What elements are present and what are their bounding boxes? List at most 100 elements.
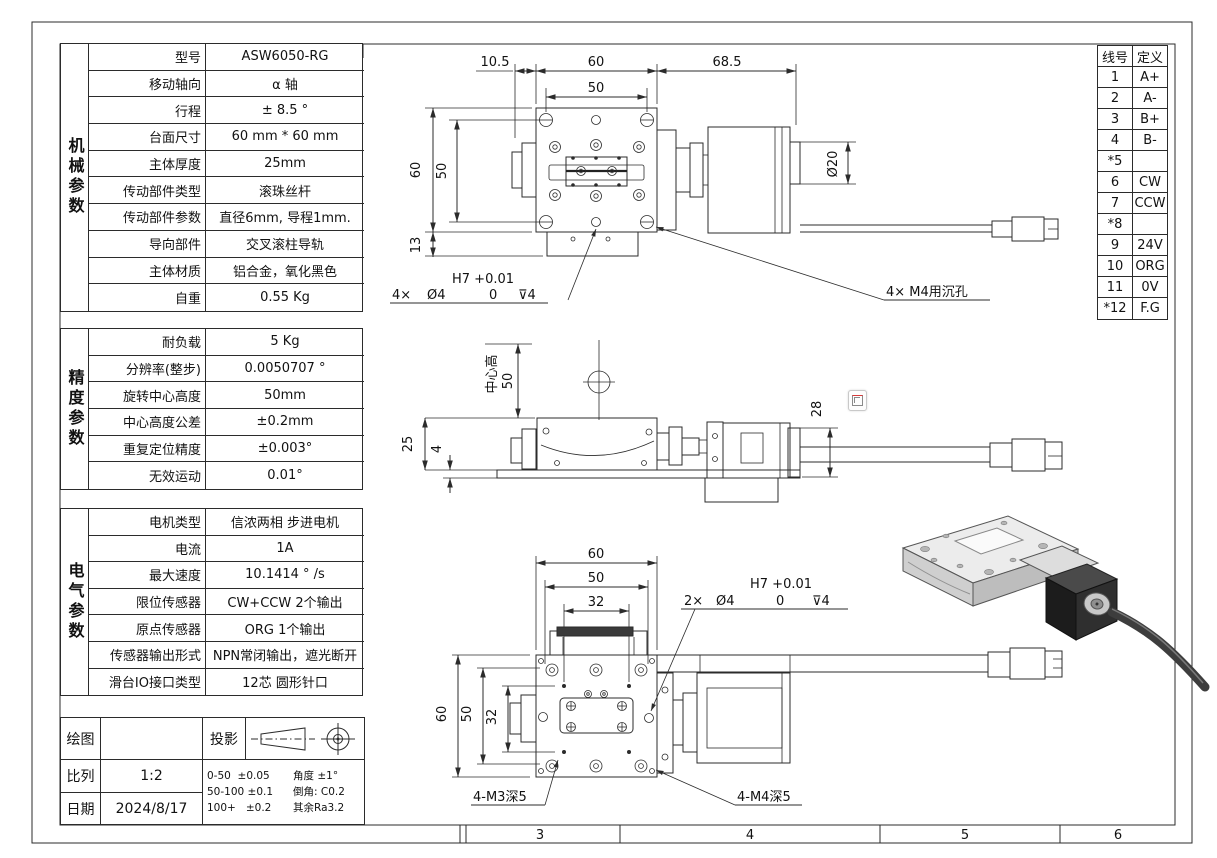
tolerance-row: 100+ ±0.2 bbox=[207, 802, 272, 815]
dim-text: 60 bbox=[435, 706, 450, 723]
table-row-label: 耐负载 bbox=[89, 329, 206, 356]
zone-number: 6 bbox=[1114, 828, 1122, 843]
table-group-label: 电气参数 bbox=[61, 509, 89, 696]
front-view-cable-connector bbox=[800, 438, 1063, 472]
dim-text: 32 bbox=[485, 709, 500, 726]
table-row-label: 自重 bbox=[89, 284, 206, 311]
tolerance-notes: 0-50 ±0.05 50-100 ±0.1 100+ ±0.2 角度 ±1° … bbox=[203, 760, 364, 824]
projection-symbol bbox=[246, 718, 364, 760]
table-row-value: 交叉滚柱导轨 bbox=[206, 231, 364, 258]
top-view-stage-plate bbox=[511, 107, 658, 257]
scale-label: 比列 bbox=[61, 760, 101, 793]
bottom-view: 60 50 32 60 50 32 bbox=[435, 547, 1063, 806]
front-view: 中心高 50 25 4 28 bbox=[401, 340, 1063, 503]
table-row-label: 分辨率(整步) bbox=[89, 355, 206, 383]
svg-text:2×: 2× bbox=[684, 594, 703, 609]
tolerance-row: 0-50 ±0.05 bbox=[207, 769, 270, 782]
table-group-label: 精度参数 bbox=[61, 329, 89, 490]
table-row-value: ±0.003° bbox=[206, 436, 364, 463]
table-row-label: 无效运动 bbox=[89, 462, 206, 490]
table-row-label: 行程 bbox=[89, 97, 206, 125]
dim-text: 32 bbox=[588, 595, 605, 610]
draw-value bbox=[101, 718, 203, 760]
table-row-value: 10.1414 ° /s bbox=[206, 562, 364, 589]
table-row-value: α 轴 bbox=[206, 71, 364, 98]
table-row-value: ASW6050-RG bbox=[206, 44, 364, 71]
table-group-label: 机械参数 bbox=[61, 44, 89, 311]
top-view-hole-note: H7 +0.01 4× Ø4 0 ⊽4 bbox=[390, 228, 597, 304]
table-row-label: 原点传感器 bbox=[89, 615, 206, 642]
dim-text: 中心高 bbox=[484, 354, 500, 393]
table-row-value: 信浓两相 步进电机 bbox=[206, 509, 364, 536]
table-row-value: NPN常闭输出，遮光断开 bbox=[206, 642, 364, 669]
table-row-label: 中心高度公差 bbox=[89, 409, 206, 436]
zone-number: 3 bbox=[536, 828, 544, 843]
table-row-label: 导向部件 bbox=[89, 230, 206, 258]
table-row-value: 60 mm * 60 mm bbox=[206, 124, 364, 151]
dim-text: 50 bbox=[501, 373, 516, 390]
table-row-label: 限位传感器 bbox=[89, 588, 206, 616]
table-row-value: 铝合金，氧化黑色 bbox=[206, 258, 364, 285]
scale-value: 1:2 bbox=[101, 760, 203, 793]
table-row-value: 1A bbox=[206, 536, 364, 563]
table-row-label: 移动轴向 bbox=[89, 70, 206, 98]
dim-text: 50 bbox=[588, 571, 605, 586]
table-row-value: 50mm bbox=[206, 382, 364, 410]
dim-text: 68.5 bbox=[713, 55, 742, 70]
dim-text: 50 bbox=[460, 706, 475, 723]
table-row-label: 传感器输出形式 bbox=[89, 641, 206, 669]
table-row-label: 旋转中心高度 bbox=[89, 382, 206, 410]
table-row-value: ±0.2mm bbox=[206, 409, 364, 436]
table-row-value: ± 8.5 ° bbox=[206, 97, 364, 125]
surface-finish-note: 其余Ra3.2 bbox=[293, 802, 345, 815]
table-row-value: 0.55 Kg bbox=[260, 290, 310, 306]
svg-text:4-M3深5: 4-M3深5 bbox=[473, 790, 527, 805]
table-row-label: 主体材质 bbox=[89, 257, 206, 285]
table-row-label: 台面尺寸 bbox=[89, 124, 206, 151]
table-row-value: 25mm bbox=[206, 151, 364, 178]
svg-text:Ø4: Ø4 bbox=[716, 594, 735, 609]
bottom-view-motor bbox=[656, 654, 988, 774]
table-row-value: 0.0050707 ° bbox=[206, 356, 364, 383]
table-row-label: 电流 bbox=[89, 535, 206, 563]
zone-number: 5 bbox=[961, 828, 969, 843]
table-row-label: 传动部件类型 bbox=[89, 177, 206, 205]
svg-text:H7 +0.01: H7 +0.01 bbox=[750, 577, 812, 592]
dim-text: Ø20 bbox=[826, 151, 841, 178]
svg-text:4× M4用沉孔: 4× M4用沉孔 bbox=[886, 285, 968, 300]
angle-tolerance: 角度 ±1° bbox=[293, 769, 339, 782]
wire-row: *8 bbox=[1098, 214, 1167, 235]
chamfer-note: 倒角: C0.2 bbox=[293, 785, 345, 798]
dim-text: 60 bbox=[409, 162, 424, 179]
table-row-label: 重复定位精度 bbox=[89, 435, 206, 463]
table-row-value: 5 Kg bbox=[206, 329, 364, 356]
date-value: 2024/8/17 bbox=[101, 793, 203, 824]
dim-text: 60 bbox=[588, 55, 605, 70]
dim-text: 60 bbox=[588, 547, 605, 562]
first-angle-projection-icon bbox=[251, 722, 355, 755]
svg-text:4×: 4× bbox=[392, 288, 411, 303]
dim-text: 50 bbox=[435, 163, 450, 180]
product-3d-render bbox=[901, 515, 1210, 692]
ocr-tool-icon[interactable] bbox=[848, 390, 867, 411]
front-view-body bbox=[510, 417, 658, 471]
sheet-frame: 3 4 5 6 bbox=[31, 21, 1193, 844]
table-row-value: 直径6mm, 导程1mm. bbox=[206, 204, 364, 231]
table-row-value: 12芯 圆形针口 bbox=[242, 676, 328, 692]
svg-text:⊽4: ⊽4 bbox=[518, 288, 536, 303]
dim-text: 25 bbox=[401, 436, 416, 453]
bottom-view-m3-note: 4-M3深5 bbox=[471, 759, 559, 806]
